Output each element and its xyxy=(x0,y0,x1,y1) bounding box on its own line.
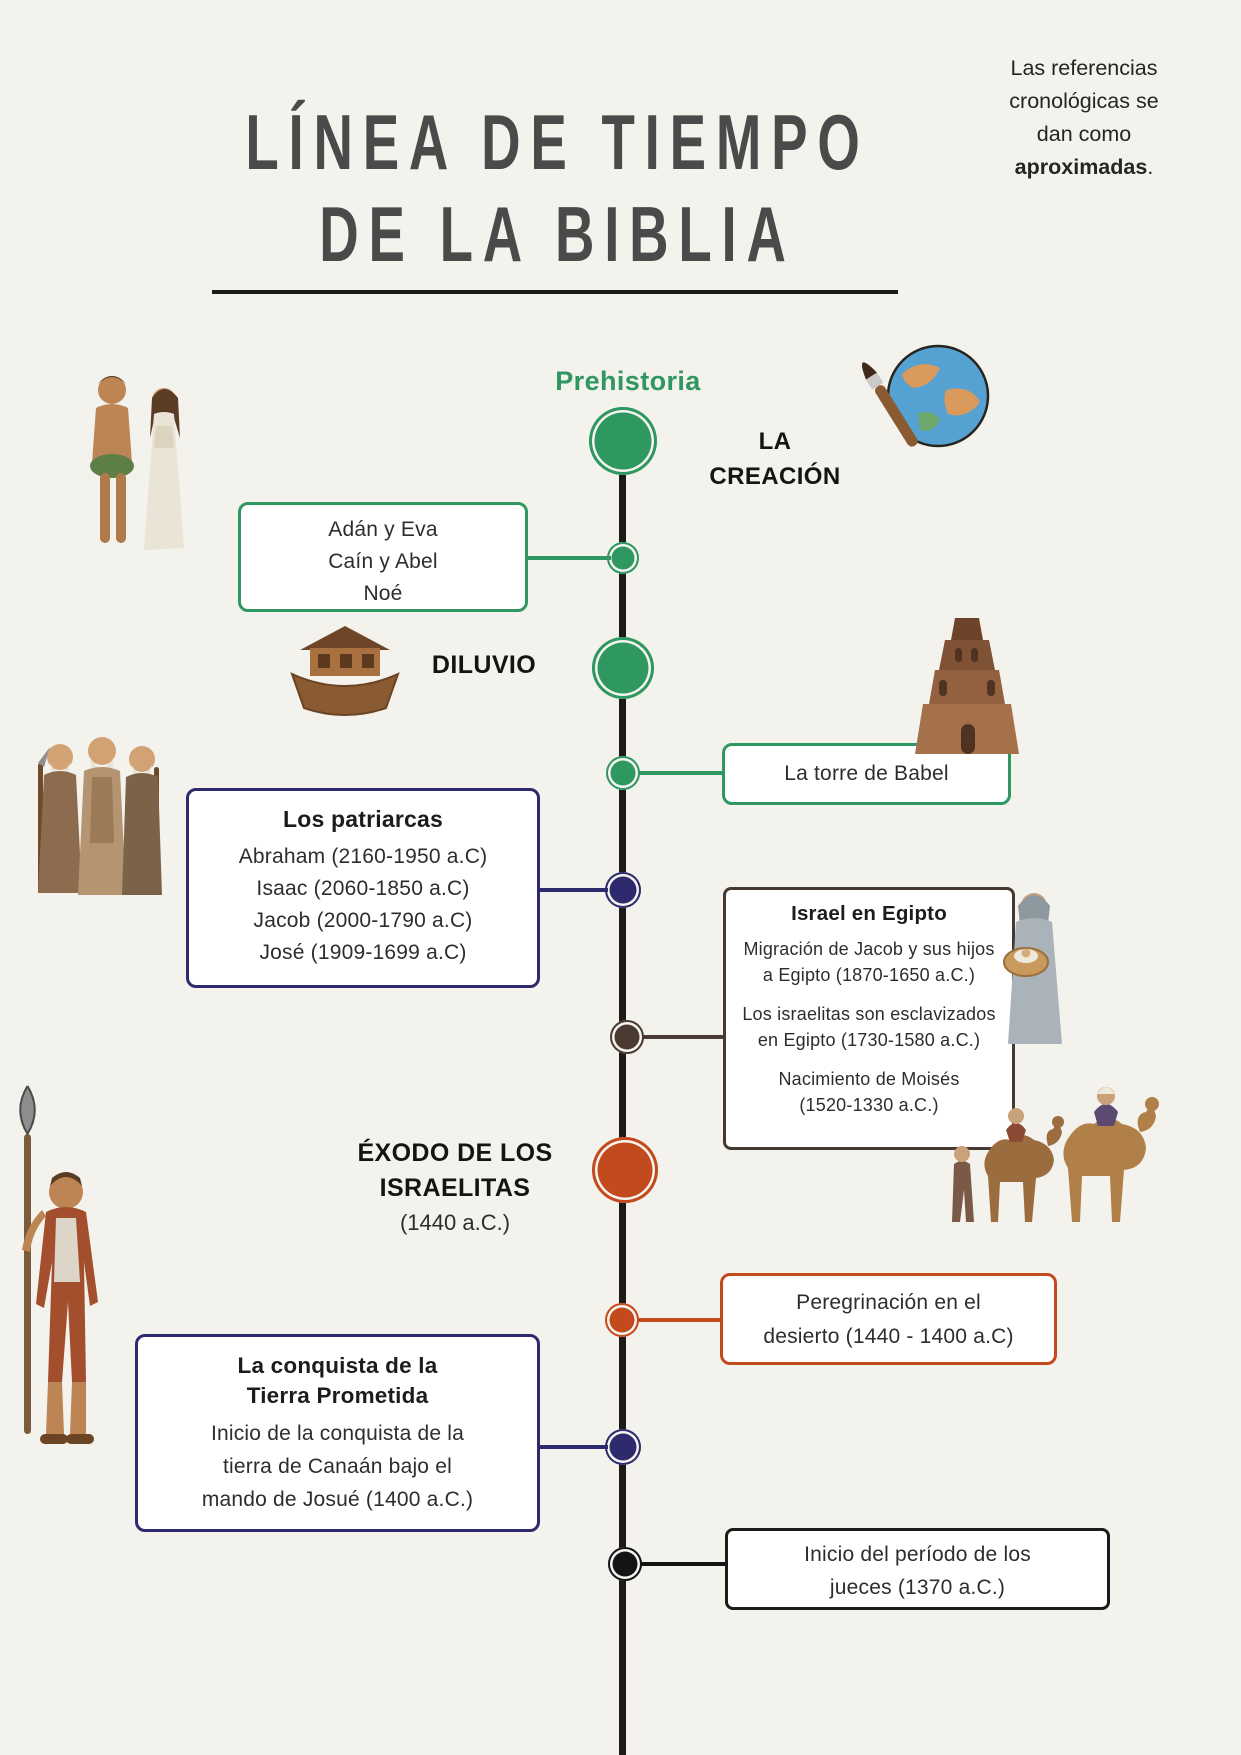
note-line-bold: aproximadas. xyxy=(1014,155,1154,179)
mother-with-moses-basket-illustration xyxy=(996,884,1076,1050)
camel-caravan-illustration xyxy=(948,1072,1160,1227)
box-paragraph: Los israelitas son esclavizados en Egipt… xyxy=(726,1001,1012,1053)
box-paragraph: Migración de Jacob y sus hijos a Egipto … xyxy=(726,936,1012,988)
box-line: Noé xyxy=(363,582,403,605)
box-paragraph: Nacimiento de Moisés (1520-1330 a.C.) xyxy=(726,1066,1012,1118)
box-line: José (1909-1699 a.C) xyxy=(259,941,467,964)
label-exodo-date: (1440 a.C.) xyxy=(399,1210,511,1235)
page-title-line2: DE LA BIBLIA xyxy=(319,190,796,278)
box-line: Migración de Jacob y sus hijos xyxy=(743,939,995,959)
box-line: Adán y Eva xyxy=(328,518,438,541)
box-line: Caín y Abel xyxy=(328,550,438,573)
node-creacion xyxy=(589,407,657,475)
timeline-spine xyxy=(619,441,626,1755)
tower-of-babel-illustration xyxy=(903,612,1031,762)
box-line: Jacob (2000-1790 a.C) xyxy=(253,909,473,932)
patriarchs-illustration xyxy=(22,723,177,903)
israelite-spearman-illustration xyxy=(2,1082,137,1460)
box-title: Los patriarcas xyxy=(282,806,444,832)
event-box-peregrinacion: Peregrinación en el desierto (1440 - 140… xyxy=(720,1273,1057,1365)
box-line: mando de Josué (1400 a.C.) xyxy=(201,1488,474,1511)
connector-babel xyxy=(638,771,724,775)
node-jueces xyxy=(608,1547,642,1581)
event-box-jueces: Inicio del período de los jueces (1370 a… xyxy=(725,1528,1110,1610)
box-line: La torre de Babel xyxy=(784,762,949,785)
connector-adan-eva xyxy=(527,556,611,560)
box-title-line2: Tierra Prometida xyxy=(246,1383,429,1408)
connector-conquista xyxy=(540,1445,608,1449)
label-creacion-line1: LA xyxy=(758,428,792,455)
node-conquista xyxy=(605,1429,641,1465)
node-israel-egipto xyxy=(610,1020,644,1054)
box-line: desierto (1440 - 1400 a.C) xyxy=(763,1325,1014,1348)
connector-peregrinacion xyxy=(637,1318,722,1322)
box-title: Israel en Egipto xyxy=(791,902,947,925)
node-diluvio xyxy=(592,637,654,699)
node-adan-eva xyxy=(607,542,639,574)
page-title: LÍNEA DE TIEMPO DE LA BIBLIA xyxy=(0,96,1115,280)
note-line: Las referencias xyxy=(1010,56,1158,80)
connector-jueces xyxy=(640,1562,727,1566)
chronology-note: Las referencias cronológicas se dan como… xyxy=(958,52,1210,184)
box-line: en Egipto (1730-1580 a.C.) xyxy=(757,1030,981,1050)
box-line: (1520-1330 a.C.) xyxy=(799,1095,939,1115)
noahs-ark-illustration xyxy=(288,618,402,718)
box-line: tierra de Canaán bajo el xyxy=(223,1455,452,1478)
box-title-line1: La conquista de la xyxy=(237,1353,438,1378)
event-box-conquista: La conquista de la Tierra Prometida Inic… xyxy=(135,1334,540,1532)
node-peregrinacion xyxy=(605,1303,639,1337)
era-label-prehistoria: Prehistoria xyxy=(555,366,701,396)
connector-patriarcas xyxy=(540,888,608,892)
event-box-adan-eva: Adán y Eva Caín y Abel Noé xyxy=(238,502,528,612)
box-line: Nacimiento de Moisés xyxy=(778,1069,960,1089)
box-line: Peregrinación en el xyxy=(796,1291,981,1314)
node-babel xyxy=(606,756,640,790)
box-line: jueces (1370 a.C.) xyxy=(829,1576,1006,1599)
label-diluvio: DILUVIO xyxy=(431,651,537,679)
box-line: Los israelitas son esclavizados xyxy=(742,1004,996,1024)
event-box-patriarcas: Los patriarcas Abraham (2160-1950 a.C) I… xyxy=(186,788,540,988)
node-exodo xyxy=(592,1137,658,1203)
box-line: Abraham (2160-1950 a.C) xyxy=(238,845,488,868)
connector-israel-egipto xyxy=(642,1035,725,1039)
box-line: Inicio de la conquista de la xyxy=(210,1422,465,1445)
globe-with-paintbrush-illustration xyxy=(862,328,994,460)
note-line: dan como xyxy=(1036,122,1132,146)
title-underline xyxy=(212,290,898,294)
page-title-line1: LÍNEA DE TIEMPO xyxy=(245,98,870,186)
node-patriarcas xyxy=(605,872,641,908)
note-line: cronológicas se xyxy=(1009,89,1159,113)
label-exodo-line2: ISRAELITAS xyxy=(379,1174,531,1202)
label-creacion-line2: CREACIÓN xyxy=(709,463,841,490)
box-line: Isaac (2060-1850 a.C) xyxy=(256,877,470,900)
box-line: a Egipto (1870-1650 a.C.) xyxy=(762,965,976,985)
event-box-israel-egipto: Israel en Egipto Migración de Jacob y su… xyxy=(723,887,1015,1150)
label-exodo-line1: ÉXODO DE LOS xyxy=(357,1139,553,1167)
box-line: Inicio del período de los xyxy=(804,1543,1031,1566)
adam-and-eve-illustration xyxy=(78,368,198,563)
